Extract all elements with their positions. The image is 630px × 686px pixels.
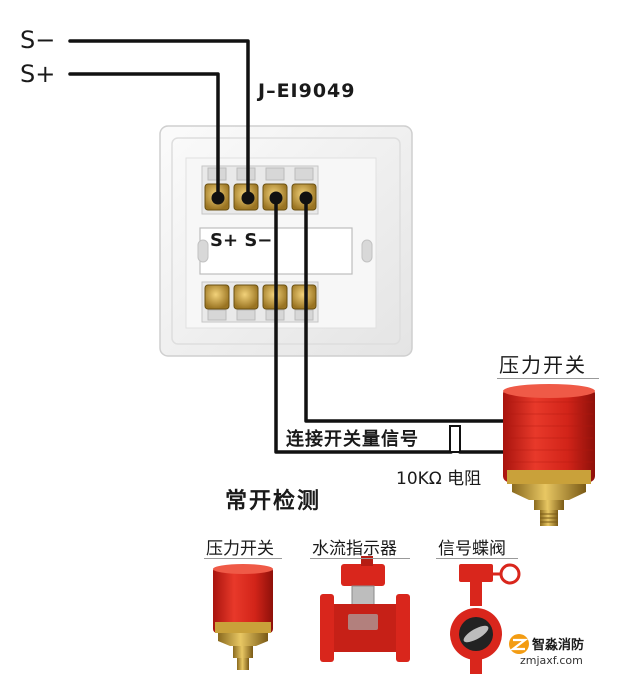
wire-s-plus xyxy=(68,72,220,200)
watermark-url: zmjaxf.com xyxy=(520,654,583,667)
watermark-logo-icon xyxy=(509,634,529,654)
terminal-block-top xyxy=(201,165,319,215)
wire-label-s-plus: S+ xyxy=(20,60,56,88)
terminal-block-bottom xyxy=(201,281,319,323)
resistor-10k xyxy=(449,425,461,453)
wire-s-minus xyxy=(68,39,250,200)
device-label-underline-1 xyxy=(204,558,282,559)
section-title: 常开检测 xyxy=(225,489,322,514)
signal-butterfly-valve xyxy=(450,563,521,674)
module-model-label: J–EI9049 xyxy=(258,80,356,102)
main-device-title: 压力开关 xyxy=(499,353,587,377)
water-flow-indicator xyxy=(320,556,410,662)
device-label-underline-2 xyxy=(310,558,410,559)
signal-wires xyxy=(274,196,512,454)
bus-wires xyxy=(68,39,250,200)
watermark-name: 智淼消防 xyxy=(532,638,585,653)
device-label-butterfly-valve: 信号蝶阀 xyxy=(438,539,506,559)
device-label-pressure-switch: 压力开关 xyxy=(206,539,274,559)
resistor-label: 10KΩ 电阻 xyxy=(396,469,482,489)
terminal-dots xyxy=(211,191,313,205)
device-label-underline-3 xyxy=(436,558,518,559)
main-device-title-underline xyxy=(497,378,599,379)
pressure-switch-small xyxy=(213,564,273,670)
terminal-polarity-label: S+ S− xyxy=(210,230,273,251)
wire-label-s-minus: S− xyxy=(20,26,56,54)
signal-connection-label: 连接开关量信号 xyxy=(286,429,419,450)
pressure-switch-large xyxy=(503,384,595,526)
device-label-water-flow: 水流指示器 xyxy=(312,539,397,559)
